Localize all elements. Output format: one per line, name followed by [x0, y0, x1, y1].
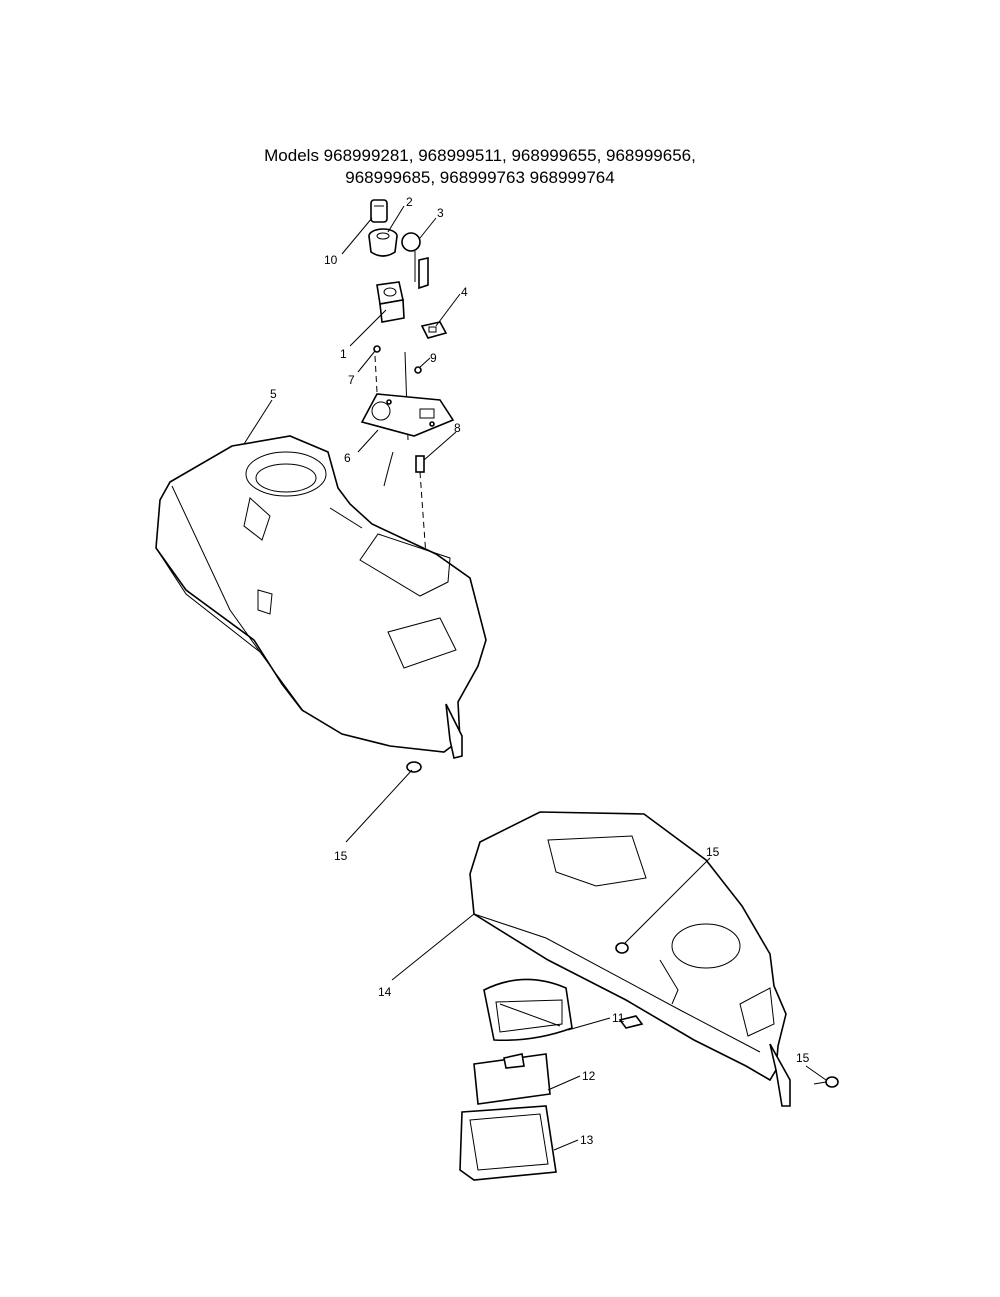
part-7-screw [373, 345, 381, 353]
callout-10: 10 [324, 253, 338, 267]
callout-7: 7 [348, 373, 355, 387]
callout-6: 6 [344, 451, 351, 465]
part-1-ignition-switch [376, 281, 405, 323]
callout-15-center: 15 [706, 845, 720, 859]
callout-11: 11 [612, 1011, 625, 1025]
callout-4: 4 [461, 285, 468, 299]
leader-lines [243, 205, 827, 1151]
part-5-fender-console [155, 435, 487, 759]
part-2-ignition-nut [368, 228, 398, 257]
assembly-line [419, 471, 427, 557]
part-8-fastener [415, 455, 425, 473]
callout-9: 9 [430, 351, 437, 365]
title-line-2: 968999685, 968999763 968999764 [345, 168, 615, 187]
part-10-key [370, 199, 388, 223]
part-15-fastener-c [813, 1076, 839, 1088]
callout-15-right: 15 [796, 1051, 810, 1065]
part-12-insert [473, 1053, 551, 1105]
callout-5: 5 [270, 387, 277, 401]
title-line-1: Models 968999281, 968999511, 968999655, … [264, 146, 696, 165]
wire-end [383, 451, 394, 487]
callout-15-left: 15 [334, 849, 348, 863]
callout-1: 1 [340, 347, 347, 361]
callout-12: 12 [582, 1069, 596, 1083]
part-15-fastener-b [615, 942, 629, 954]
diagram-title: Models 968999281, 968999511, 968999655, … [0, 145, 960, 189]
callout-2: 2 [406, 195, 413, 209]
assembly-line [374, 355, 378, 393]
callout-14: 14 [378, 985, 392, 999]
callout-3: 3 [437, 206, 444, 220]
part-9-screw [414, 366, 422, 374]
part-3-knob [401, 232, 429, 290]
callout-13: 13 [580, 1133, 594, 1147]
part-4-switch [420, 321, 448, 339]
part-13-frame [459, 1105, 557, 1181]
part-6-mounting-plate [360, 393, 455, 437]
callout-8: 8 [454, 421, 461, 435]
part-15-fastener-a [406, 761, 422, 773]
part-11-cup-holder [483, 978, 573, 1042]
callout-labels: 10 2 3 1 4 7 9 6 8 5 15 15 14 11 12 13 1… [270, 195, 810, 1147]
